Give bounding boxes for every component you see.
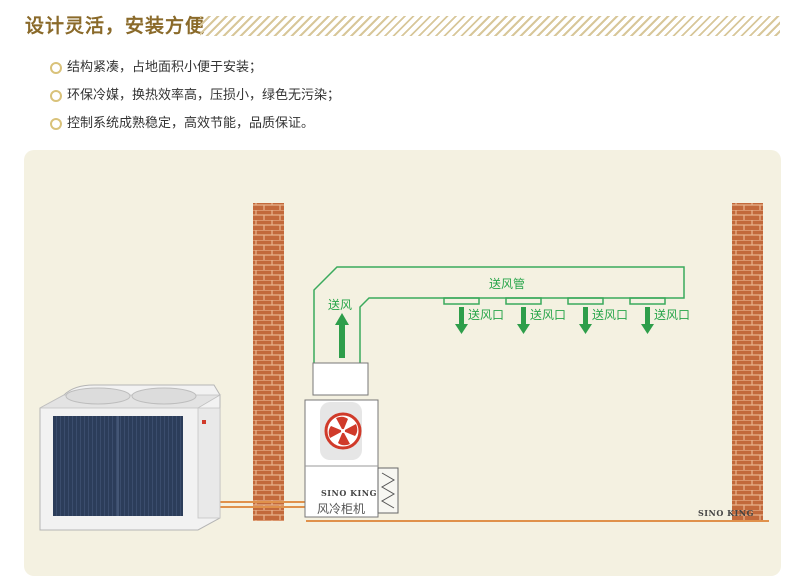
outlet-label: 送风口 [592, 308, 629, 322]
outlet-label: 送风口 [468, 308, 505, 322]
feature-text: 结构紧凑，占地面积小便于安装； [67, 60, 263, 75]
supply-duct-label: 送风管 [489, 277, 526, 291]
unit-brand-label: SINO KING [321, 488, 377, 498]
indoor-cabinet-unit [304, 362, 399, 518]
left-brick-wall [253, 203, 284, 521]
bullet-circle-icon [50, 118, 62, 130]
supply-air-label: 送风 [328, 298, 353, 312]
page-title: 设计灵活，安装方便 [25, 15, 206, 37]
feature-item: 控制系统成熟稳定，高效节能，品质保证。 [50, 110, 340, 138]
title-stripe-decoration [200, 16, 780, 36]
unit-name-label: 风冷柜机 [317, 502, 366, 516]
logo-icon [202, 420, 206, 424]
right-brick-wall [732, 203, 763, 521]
feature-text: 环保冷媒，换热效率高，压损小，绿色无污染； [67, 88, 341, 103]
feature-list: 结构紧凑，占地面积小便于安装； 环保冷媒，换热效率高，压损小，绿色无污染； 控制… [50, 54, 340, 138]
bullet-circle-icon [50, 62, 62, 74]
outlet-label: 送风口 [530, 308, 567, 322]
arrow-down-icon [455, 307, 654, 334]
installation-diagram: 送风 送风管 送风口 送风口 送风口 送风口 SINO KING 风冷柜机 SI… [24, 150, 781, 576]
supply-outlets [443, 297, 666, 305]
diagram-canvas [39, 203, 769, 531]
bullet-circle-icon [50, 90, 62, 102]
outlet-label: 送风口 [654, 308, 691, 322]
pipe-brand-label: SINO KING [698, 508, 754, 518]
outdoor-unit [39, 384, 222, 531]
fan-icon [320, 402, 362, 460]
supply-air-duct [313, 266, 685, 363]
arrow-up-icon [335, 313, 349, 358]
feature-item: 环保冷媒，换热效率高，压损小，绿色无污染； [50, 82, 340, 110]
feature-item: 结构紧凑，占地面积小便于安装； [50, 54, 340, 82]
feature-text: 控制系统成熟稳定，高效节能，品质保证。 [67, 116, 315, 131]
